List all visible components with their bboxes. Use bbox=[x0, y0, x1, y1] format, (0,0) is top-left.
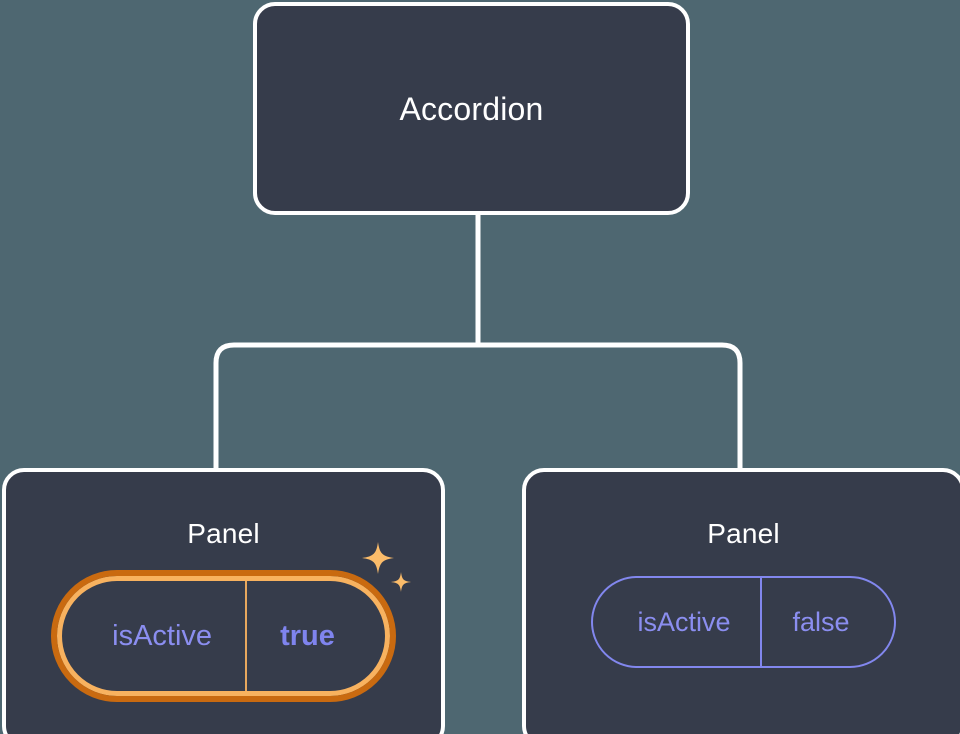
node-panel-active-title: Panel bbox=[187, 518, 260, 549]
prop-value-inactive: false bbox=[792, 606, 850, 637]
node-panel-active[interactable]: Panel isActive true bbox=[2, 468, 445, 734]
node-panel-inactive-title: Panel bbox=[707, 518, 780, 549]
sparkle-small-icon bbox=[390, 572, 411, 592]
prop-pill-active-divider bbox=[245, 581, 248, 691]
prop-key-active: isActive bbox=[112, 619, 213, 652]
prop-pill-inactive[interactable]: isActive false bbox=[591, 576, 896, 668]
prop-pill-active-wrap: isActive true bbox=[51, 542, 411, 702]
sparkle-large-icon bbox=[361, 542, 394, 574]
prop-pill-active[interactable]: isActive true bbox=[51, 570, 396, 702]
node-accordion[interactable]: Accordion bbox=[253, 2, 690, 215]
prop-value-active: true bbox=[280, 619, 335, 652]
prop-pill-inactive-wrap: isActive false bbox=[591, 576, 896, 668]
prop-key-inactive: isActive bbox=[637, 606, 731, 637]
prop-pill-inactive-divider bbox=[760, 578, 763, 666]
connector-branch-bar bbox=[213, 342, 743, 470]
node-accordion-title: Accordion bbox=[399, 90, 544, 127]
node-panel-inactive[interactable]: Panel isActive false bbox=[522, 468, 960, 734]
